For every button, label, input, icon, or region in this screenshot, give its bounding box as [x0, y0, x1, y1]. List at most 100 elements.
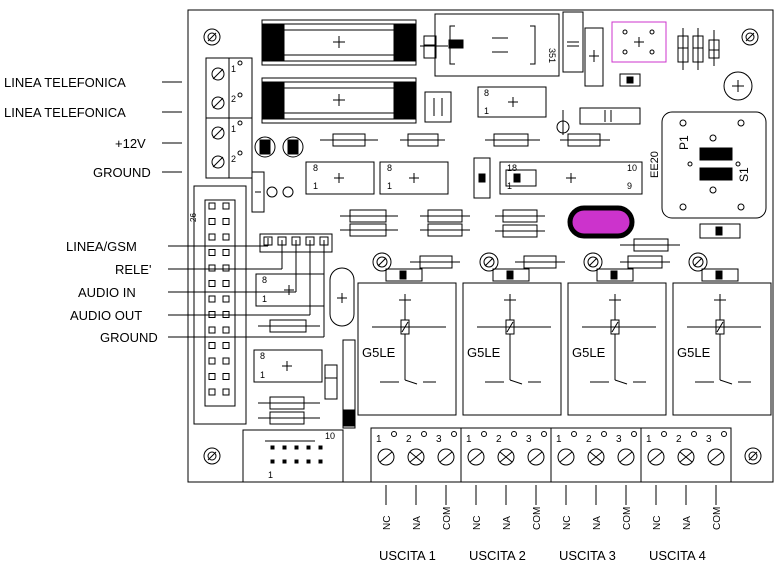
relay-driver	[479, 252, 530, 282]
terminal-pin-number: 2	[496, 434, 502, 445]
relay-label: G5LE	[677, 345, 711, 360]
ic-pin-1-label: 1	[260, 370, 265, 380]
header-pin	[222, 342, 230, 349]
header-pin	[222, 373, 230, 380]
ic-chip	[253, 349, 323, 383]
ic-chip	[379, 161, 449, 195]
header-pin	[294, 445, 299, 450]
header-pin	[222, 202, 230, 210]
resistor	[556, 110, 570, 135]
header-pin	[318, 459, 323, 464]
contact-label-nc: NC	[382, 516, 393, 530]
led	[266, 186, 294, 198]
terminal-pin-number: 2	[676, 434, 682, 445]
contact-label-nc: NC	[652, 516, 663, 530]
contact-label-na: NA	[682, 516, 693, 530]
header-pins	[208, 202, 230, 396]
header-pin	[208, 342, 216, 349]
diode	[324, 364, 338, 400]
screw-terminal-icon	[497, 431, 517, 466]
header-pin	[208, 373, 216, 380]
label-12v: +12V	[115, 136, 146, 151]
microcontroller	[499, 161, 643, 195]
capacitor	[562, 11, 584, 73]
header-pin-26-label: 26	[189, 213, 198, 222]
electrolytic-capacitor	[723, 71, 753, 101]
header-pin	[222, 264, 230, 272]
ic-pin-1-label: 1	[262, 294, 267, 304]
relay-label: G5LE	[467, 345, 501, 360]
terminal-pin-label: 2	[231, 154, 236, 164]
header-pin-10-label: 10	[325, 431, 335, 441]
diode	[692, 28, 704, 70]
p1-label: P1	[677, 135, 691, 150]
board-outline	[187, 9, 774, 483]
resistor	[485, 133, 540, 147]
relay-g5le: G5LE	[462, 282, 562, 416]
label-ground: GROUND	[93, 165, 151, 180]
header-pin	[208, 357, 216, 365]
terminal-pin-number: 3	[616, 434, 622, 445]
relay-g5le: G5LE	[357, 282, 457, 416]
pin-header-10	[242, 429, 344, 483]
header-pin	[208, 326, 216, 334]
output-label-3: USCITA 3	[559, 548, 616, 563]
label-linea-gsm: LINEA/GSM	[66, 239, 137, 254]
resistor	[258, 396, 320, 410]
ic-pin-1-label: 1	[387, 181, 392, 191]
ic-chip	[305, 161, 375, 195]
buzzer	[567, 205, 635, 239]
ic-pin-18-label: 18	[507, 163, 517, 173]
diode	[420, 35, 464, 59]
transistor	[251, 171, 265, 213]
ic-pin-9-label: 9	[627, 181, 632, 191]
header-pin	[282, 459, 287, 464]
contact-label-com: COM	[442, 507, 453, 530]
header-pin	[294, 459, 299, 464]
resistor	[699, 223, 741, 239]
ic-chip	[477, 86, 547, 118]
ic-pin-8-label: 8	[387, 163, 392, 173]
header10-pins	[270, 445, 323, 464]
relay-driver	[583, 252, 634, 282]
output-label-1: USCITA 1	[379, 548, 436, 563]
relay-label: G5LE	[362, 345, 396, 360]
diode	[708, 30, 720, 66]
relay-driver	[372, 252, 423, 282]
capacitor	[579, 107, 641, 125]
label-rele: RELE'	[115, 262, 151, 277]
header-pin	[208, 295, 216, 303]
trimmer	[282, 136, 304, 158]
terminal-pin-label: 2	[231, 94, 236, 104]
terminal-pin-number: 3	[706, 434, 712, 445]
header-pin	[208, 264, 216, 272]
bridge-rectifier	[611, 21, 667, 63]
terminal-pin-number: 1	[466, 434, 472, 445]
screw-terminal-icon	[557, 431, 577, 466]
screw-terminal-icon	[587, 431, 607, 466]
ic-pin-8-label: 8	[313, 163, 318, 173]
contact-label-na: NA	[502, 516, 513, 530]
screw-terminal-icon	[467, 431, 487, 466]
terminal-pin-label: 1	[231, 124, 236, 134]
ic-pin-1-label: 1	[313, 181, 318, 191]
terminal-pin-number: 2	[406, 434, 412, 445]
terminal-pin-number: 2	[586, 434, 592, 445]
mounting-hole-icon	[203, 447, 221, 465]
screw-terminal-icon	[647, 431, 667, 466]
resistor	[420, 223, 470, 237]
ic-351-label: 351	[547, 48, 557, 63]
resistor	[619, 73, 641, 87]
resistor	[505, 169, 537, 187]
resistor	[400, 133, 445, 147]
screw-terminal-icon	[707, 431, 727, 466]
resistor	[258, 411, 320, 425]
header-pin	[270, 459, 275, 464]
resistor	[420, 209, 470, 223]
resistor	[620, 238, 680, 252]
